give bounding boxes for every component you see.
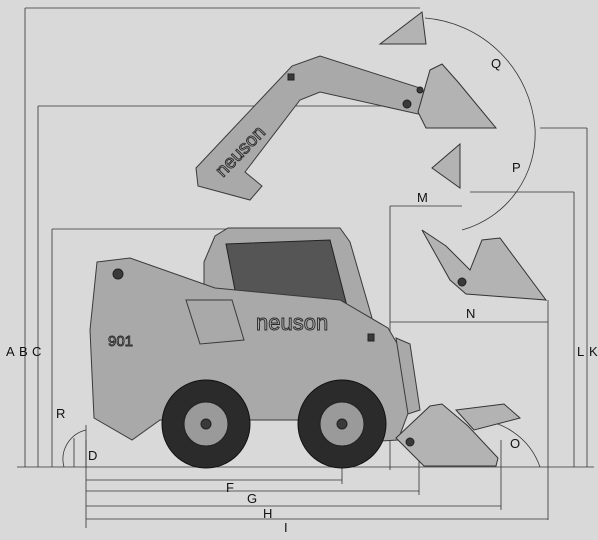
label-G: G <box>247 491 257 506</box>
dimension-label-group: A B C R D F G H I L K M N O P Q <box>6 56 598 535</box>
body-brand-text: neuson <box>256 310 328 335</box>
label-F: F <box>226 480 234 495</box>
label-C: C <box>32 344 41 359</box>
label-K: K <box>589 344 598 359</box>
ghost-bucket-top <box>378 11 427 45</box>
label-B: B <box>19 344 28 359</box>
label-A: A <box>6 344 15 359</box>
model-text: 901 <box>108 333 133 350</box>
label-O: O <box>510 436 520 451</box>
raised-loader-arm: neuson <box>195 55 433 201</box>
right-vertical-dimensions <box>470 127 588 467</box>
dump-bucket <box>421 229 548 301</box>
label-L: L <box>577 344 584 359</box>
label-D: D <box>88 448 97 463</box>
bottom-dimensions <box>17 440 594 528</box>
label-R: R <box>56 406 65 421</box>
ghost-bucket-mid <box>431 142 461 189</box>
label-H: H <box>263 506 272 521</box>
label-M: M <box>417 190 428 205</box>
reach-dimensions <box>389 205 549 520</box>
label-N: N <box>466 306 475 321</box>
label-Q: Q <box>491 56 501 71</box>
departure-angle-detail <box>62 425 87 468</box>
left-vertical-dimensions <box>24 7 420 467</box>
front-wheel <box>297 379 387 469</box>
label-P: P <box>512 160 521 175</box>
label-I: I <box>284 520 288 535</box>
rear-wheel <box>161 379 251 469</box>
raised-bucket <box>402 63 498 129</box>
ground-bucket <box>395 403 522 467</box>
